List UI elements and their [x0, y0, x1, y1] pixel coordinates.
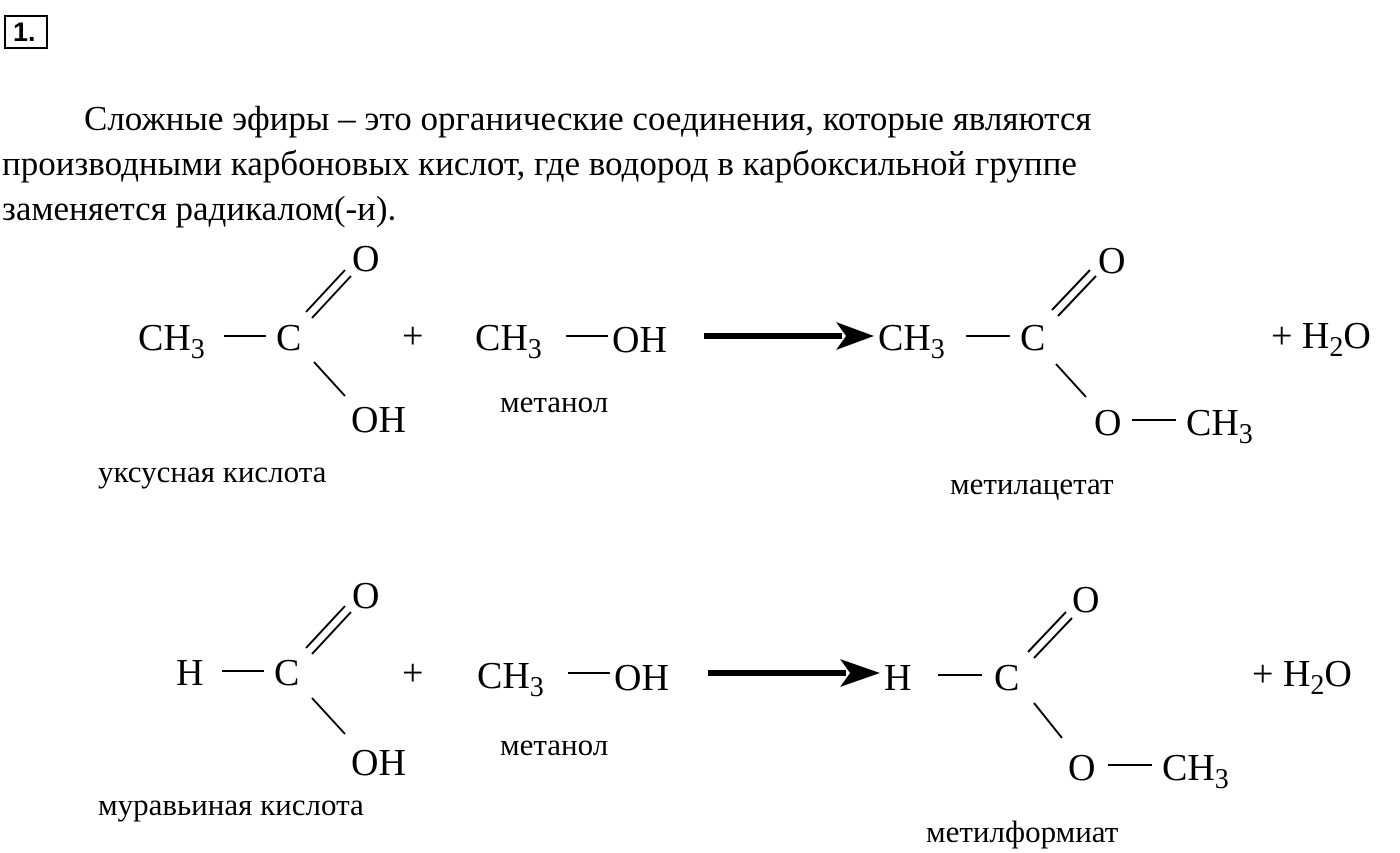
- intro-line-2: производными карбоновых кислот, где водо…: [2, 144, 1077, 183]
- ester1-double-bond-b: [1057, 275, 1097, 317]
- acid2-oh-bond: [311, 697, 346, 735]
- acid2-hydroxyl: OH: [351, 742, 406, 784]
- reaction-1: CH3 C O OH уксусная кислота + CH3 OH мет…: [98, 238, 1371, 501]
- methyl-acetate-label: метилацетат: [950, 466, 1114, 501]
- acetic-acid-structure: CH3 C O OH уксусная кислота: [98, 238, 406, 489]
- acid2-hydrogen: H: [176, 652, 203, 694]
- ester2-double-bond-a: [1027, 611, 1067, 653]
- methanol-2-structure: CH3 OH метанол: [477, 655, 669, 762]
- acid2-double-bond-b: [311, 611, 352, 655]
- acid1-carbon: C: [276, 317, 301, 359]
- intro-line-1: Сложные эфиры – это органические соедине…: [84, 99, 1092, 138]
- ester1-carbon: C: [1020, 317, 1045, 359]
- reaction-2: H C O OH муравьиная кислота + CH3 OH мет…: [98, 575, 1352, 849]
- acid2-carbon: C: [274, 652, 299, 694]
- task-number-box: 1.: [4, 15, 48, 49]
- methyl-formate-structure: H C O O CH3 метилформиат: [884, 579, 1229, 849]
- reaction1-plus: +: [402, 315, 423, 357]
- reaction2-plus: +: [402, 652, 423, 694]
- acid1-ch3: CH3: [138, 317, 205, 365]
- ester2-ether-oxygen: O: [1068, 747, 1095, 789]
- methyl-acetate-structure: CH3 C O O CH3 метилацетат: [878, 240, 1253, 501]
- reaction1-water: + H2O: [1271, 315, 1371, 363]
- methanol2-hydroxyl: OH: [614, 657, 669, 699]
- methyl-formate-label: метилформиат: [926, 814, 1119, 849]
- ester1-double-bond-a: [1051, 269, 1091, 311]
- ester2-double-bond-b: [1033, 617, 1073, 659]
- acid1-oxygen: O: [352, 238, 379, 280]
- acid2-oxygen: O: [352, 575, 379, 617]
- formic-acid-structure: H C O OH муравьиная кислота: [98, 575, 406, 822]
- acid2-double-bond-a: [305, 605, 346, 649]
- ester1-ch3: CH3: [878, 317, 945, 365]
- ester2-hydrogen: H: [884, 657, 911, 699]
- ester1-ether-oxygen: O: [1094, 402, 1121, 444]
- methanol1-ch3: CH3: [475, 317, 542, 365]
- ester2-carbon: C: [994, 657, 1019, 699]
- acetic-acid-label: уксусная кислота: [98, 454, 327, 489]
- intro-line-3: заменяется радикалом(-и).: [2, 189, 397, 228]
- ester2-o-bond: [1033, 702, 1063, 739]
- acid1-double-bond-a: [305, 269, 346, 313]
- ester2-methyl: CH3: [1162, 747, 1229, 795]
- reaction1-arrow: [704, 322, 874, 350]
- formic-acid-label: муравьиная кислота: [98, 787, 364, 822]
- methanol-1-structure: CH3 OH метанол: [475, 317, 667, 419]
- methanol-1-label: метанол: [500, 384, 608, 419]
- ester1-oxygen: O: [1098, 240, 1125, 282]
- methanol2-ch3: CH3: [477, 655, 544, 703]
- ester1-o-bond: [1055, 363, 1087, 398]
- acid1-oh-bond: [313, 361, 346, 397]
- acid1-hydroxyl: OH: [351, 399, 406, 441]
- ester2-oxygen: O: [1072, 579, 1099, 621]
- ester1-methyl: CH3: [1186, 402, 1253, 450]
- methanol-2-label: метанол: [500, 727, 608, 762]
- methanol1-hydroxyl: OH: [612, 319, 667, 361]
- acid1-double-bond-b: [311, 275, 352, 319]
- intro-paragraph: Сложные эфиры – это органические соедине…: [2, 96, 1292, 231]
- reaction2-arrow: [708, 659, 880, 687]
- reaction2-water: + H2O: [1252, 653, 1352, 701]
